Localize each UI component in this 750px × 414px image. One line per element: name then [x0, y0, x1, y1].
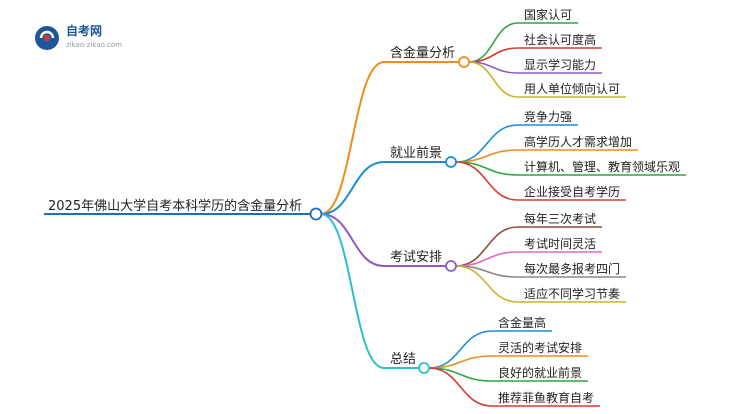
leaf-connector: [455, 226, 519, 267]
leaf-label: 计算机、管理、教育领域乐观: [524, 159, 680, 174]
leaf-connector: [428, 367, 493, 407]
site-logo: 自考网 zikao-zikao.com: [35, 23, 122, 50]
branch-node-circle[interactable]: [458, 56, 470, 68]
branch-label: 就业前景: [390, 145, 442, 161]
leaf-label: 用人单位倾向认可: [524, 81, 620, 96]
branch-label: 含金量分析: [390, 45, 455, 61]
leaf-label: 适应不同学习节奏: [524, 286, 620, 301]
leaf-label: 含金量高: [498, 315, 546, 330]
leaf-label: 灵活的考试安排: [498, 340, 582, 355]
branch-label: 总结: [390, 352, 416, 367]
leaf-label: 每次最多报考四门: [524, 261, 620, 276]
branch-node-circle[interactable]: [445, 260, 457, 272]
leaf-label: 竞争力强: [524, 110, 572, 124]
leaf-label: 显示学习能力: [524, 57, 596, 72]
branch-node-circle[interactable]: [418, 362, 430, 374]
leaf-connector: [455, 265, 519, 303]
leaf-label: 考试时间灵活: [524, 236, 596, 251]
root-label: 2025年佛山大学自考本科学历的含金量分析: [48, 198, 302, 214]
leaf-label: 每年三次考试: [524, 211, 596, 226]
branch-connector: [320, 213, 385, 369]
logo-domain: zikao-zikao.com: [66, 41, 122, 49]
leaf-connector: [455, 161, 519, 201]
branch-node-circle[interactable]: [445, 156, 457, 168]
branch-connector: [320, 61, 385, 215]
node-labels: 2025年佛山大学自考本科学历的含金量分析 含金量分析 国家认可社会认可度高显示学习…: [48, 7, 680, 405]
root-node-circle[interactable]: [309, 207, 323, 221]
leaf-connector: [468, 22, 519, 63]
leaf-connector: [468, 61, 519, 98]
branch-label: 考试安排: [390, 250, 442, 265]
leaf-label: 良好的就业前景: [498, 365, 582, 380]
branch-connector: [320, 161, 385, 215]
logo-name: 自考网: [66, 23, 102, 38]
leaf-label: 企业接受自考学历: [524, 184, 620, 199]
leaf-label: 推荐菲鱼教育自考: [498, 390, 594, 405]
leaf-label: 高学历人才需求增加: [524, 134, 632, 149]
branch-connector: [320, 213, 385, 267]
leaf-label: 社会认可度高: [524, 32, 596, 47]
connector-lines: [44, 22, 687, 407]
logo-icon: [35, 26, 59, 50]
leaf-label: 国家认可: [524, 7, 572, 22]
